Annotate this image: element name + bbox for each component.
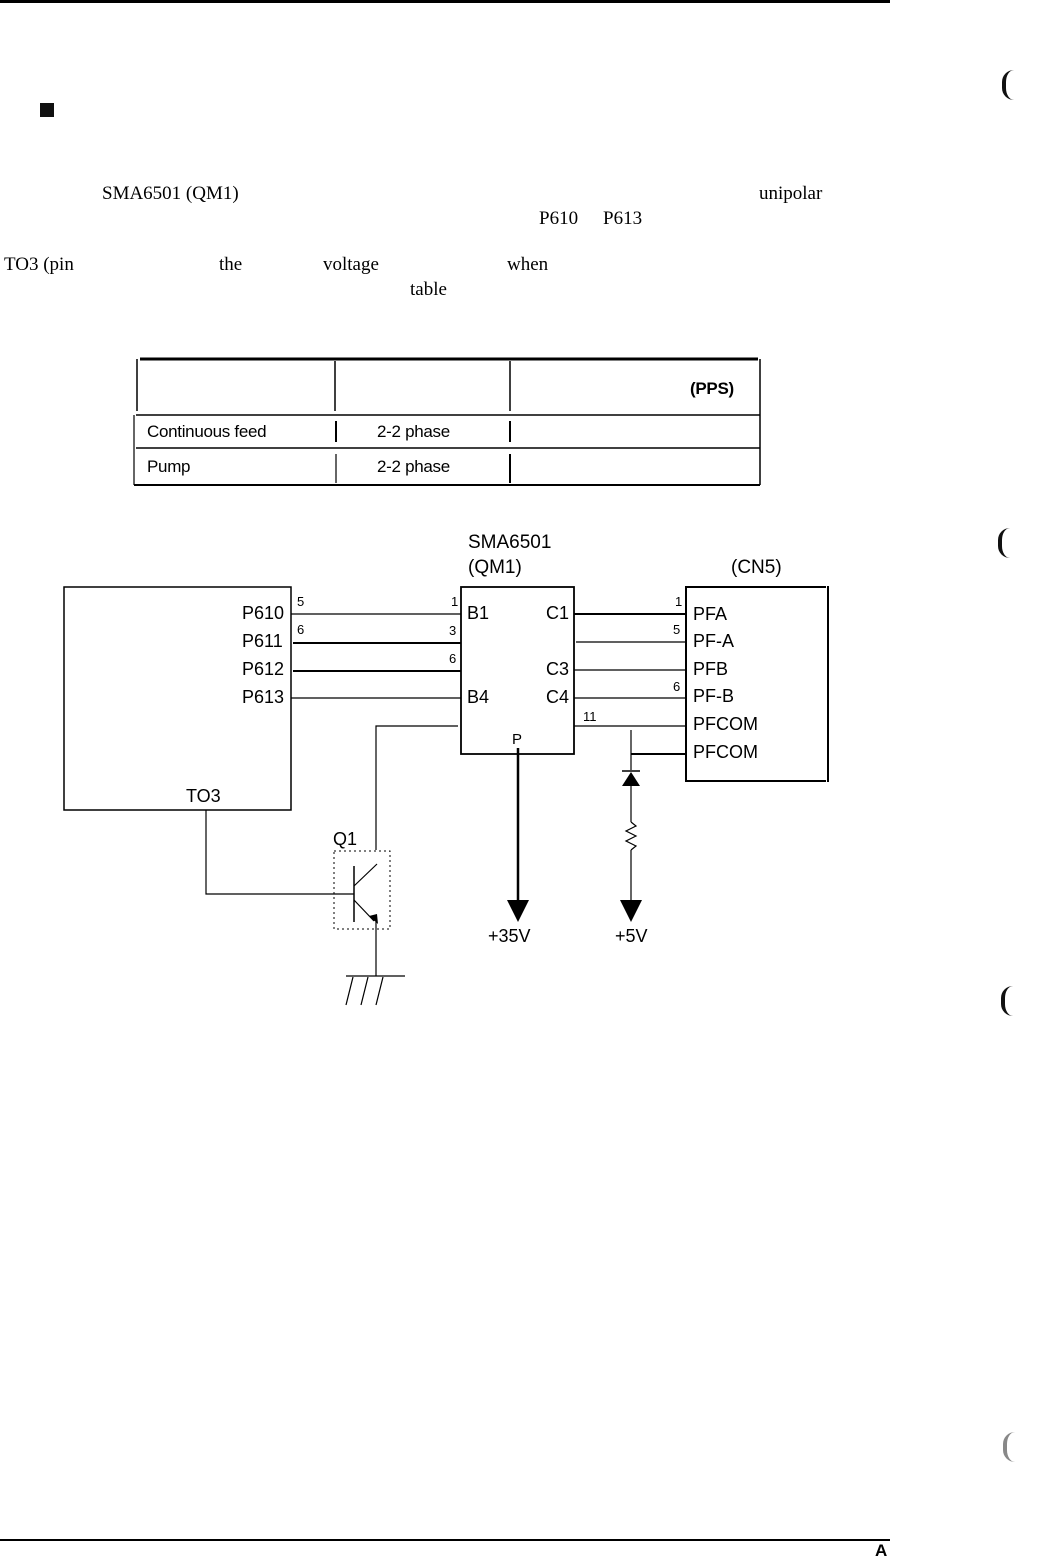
wire-enable <box>375 725 458 850</box>
table-cell-phase-continuous: 2-2 phase <box>377 422 450 441</box>
cpu-pin-6: 6 <box>297 622 305 637</box>
footer-page-letter: A <box>875 1541 888 1560</box>
chip-pin-3: 3 <box>449 623 457 638</box>
chip-ref-label: (QM1) <box>468 557 522 578</box>
text-table: table <box>410 279 447 300</box>
text-the: the <box>219 254 243 275</box>
text-when: when <box>507 254 549 275</box>
supply-arrow-35v-icon <box>507 900 529 922</box>
cpu-port-p611: P611 <box>242 631 283 651</box>
connector-pin-5: 5 <box>673 622 681 637</box>
cpu-timer-to3: TO3 <box>186 786 221 806</box>
section-bullet-icon <box>40 103 54 117</box>
cpu-port-p610: P610 <box>242 603 285 623</box>
emitter-arrow-icon <box>369 914 378 924</box>
port-to-text: P613 <box>603 208 643 229</box>
supply-35v-label: +35V <box>488 926 531 946</box>
connector-signal-pfcom-1: PFCOM <box>693 714 758 734</box>
chip-output-c3: C3 <box>546 659 570 679</box>
binding-hole-mark <box>1003 1432 1019 1462</box>
chip-pin-6: 6 <box>449 651 457 666</box>
chip-power-pin: P <box>512 731 523 748</box>
connector-signal-pf-b: PF-B <box>693 686 735 706</box>
text-voltage: voltage <box>323 254 379 275</box>
drive-mode-table <box>133 357 761 486</box>
chip-input-b1: B1 <box>467 603 490 623</box>
diode-icon <box>622 772 640 786</box>
connector-block <box>685 586 826 782</box>
footer-rule <box>0 1539 890 1541</box>
connector-signal-pf-a: PF-A <box>693 631 735 651</box>
table-header-pps: (PPS) <box>690 379 734 398</box>
chip-output-c1: C1 <box>546 603 570 623</box>
binding-hole-mark <box>998 528 1014 558</box>
q1-package-outline <box>333 850 391 930</box>
chip-reference-text: SMA6501 (QM1) <box>102 183 239 204</box>
chip-input-b4: B4 <box>467 687 490 707</box>
connector-pin-1: 1 <box>675 594 683 609</box>
port-from-text: P610 <box>539 208 579 229</box>
binding-hole-mark <box>1002 70 1018 100</box>
transistor-q1-label: Q1 <box>333 829 358 849</box>
table-cell-mode-continuous: Continuous feed <box>147 422 267 441</box>
resistor-icon <box>624 821 638 851</box>
supply-5v-label: +5V <box>615 926 648 946</box>
chip-com-pin: 11 <box>583 709 597 724</box>
chip-title-label: SMA6501 <box>468 532 552 553</box>
supply-arrow-5v-icon <box>620 900 642 922</box>
timer-pin-text: TO3 (pin <box>4 254 74 275</box>
cpu-port-p612: P612 <box>242 659 285 679</box>
connector-signal-pfa: PFA <box>693 604 728 624</box>
connector-ref-label: (CN5) <box>731 557 782 578</box>
chip-pin-1: 1 <box>451 594 459 609</box>
cpu-port-p613: P613 <box>242 687 285 707</box>
binding-hole-mark <box>1001 986 1017 1016</box>
chip-output-c4: C4 <box>546 687 570 707</box>
connector-signal-pfcom-2: PFCOM <box>693 742 758 762</box>
cpu-pin-5: 5 <box>297 594 305 609</box>
wire-to3-base <box>205 810 354 895</box>
table-cell-mode-pump: Pump <box>147 457 191 476</box>
header-rule <box>0 0 890 3</box>
unipolar-text: unipolar <box>759 183 823 204</box>
table-cell-phase-pump: 2-2 phase <box>377 457 450 476</box>
connector-signal-pfb: PFB <box>693 659 729 679</box>
connector-pin-6: 6 <box>673 679 681 694</box>
